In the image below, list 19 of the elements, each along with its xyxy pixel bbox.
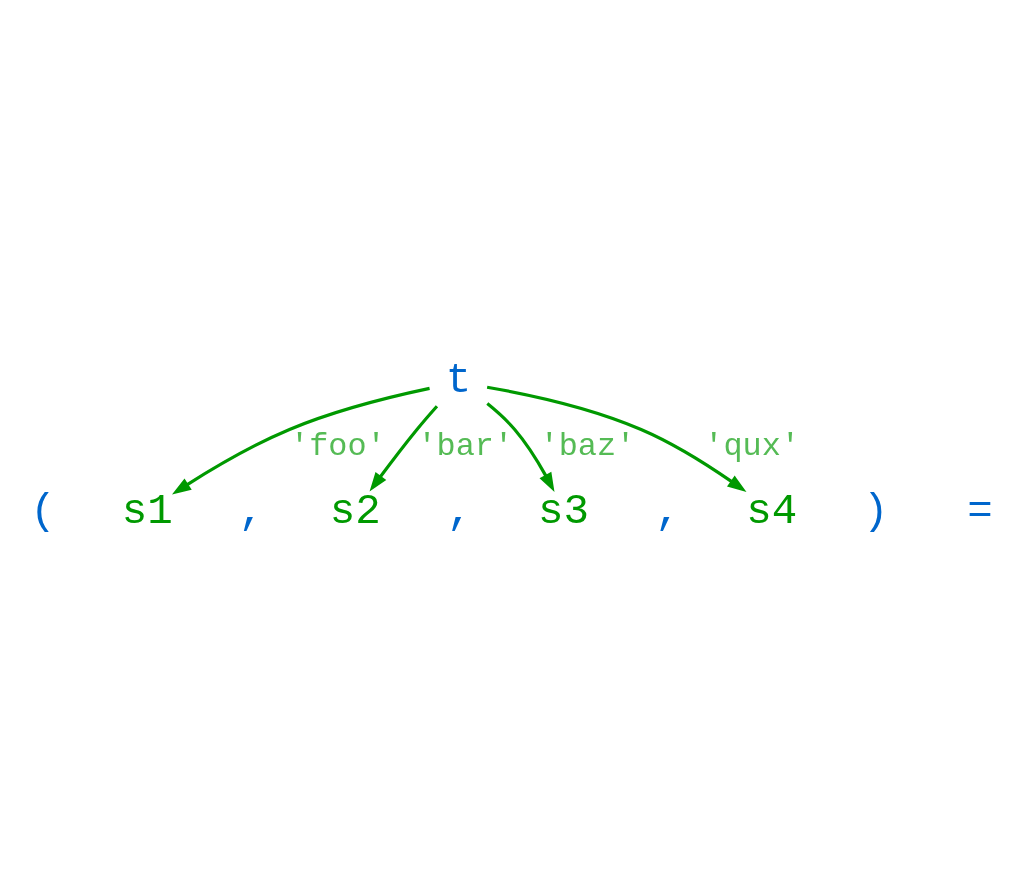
label: = [967, 487, 993, 536]
arrow [486, 385, 747, 493]
node-text: s2 [329, 487, 381, 536]
edge-label: 'bar' [417, 427, 514, 465]
arrow [172, 386, 430, 495]
arrow [369, 405, 439, 492]
edge-label: 'qux' [704, 427, 800, 465]
arrow [486, 402, 555, 492]
node-text: s1 [121, 487, 173, 536]
node-text: t [445, 357, 472, 406]
label: ) [863, 487, 889, 536]
node-text: s4 [746, 487, 798, 536]
edge-label: 'foo' [290, 427, 386, 465]
label: , [446, 487, 473, 536]
edge-label: 'baz' [539, 427, 636, 465]
label: , [238, 487, 265, 536]
label: ( [30, 487, 56, 536]
label: , [654, 487, 681, 536]
node-text: s3 [538, 487, 590, 536]
